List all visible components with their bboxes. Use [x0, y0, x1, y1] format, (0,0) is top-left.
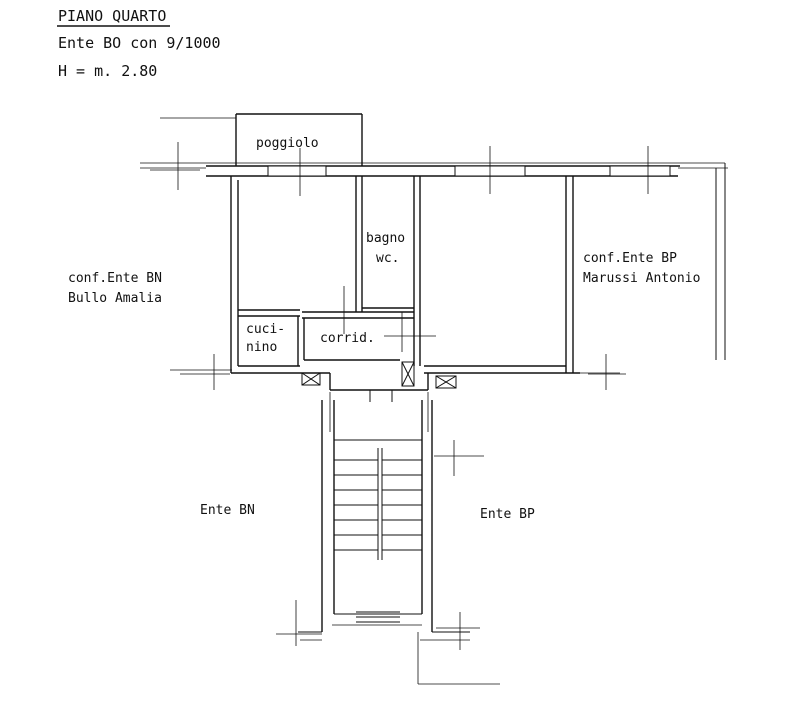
- vent-shaft-corridor: [401, 361, 415, 387]
- ente-share: Ente BO con 9/1000: [58, 34, 221, 52]
- ente-bp-label: Ente BP: [480, 507, 535, 522]
- ceiling-height: H = m. 2.80: [58, 62, 157, 80]
- right-neighbor-owner: Marussi Antonio: [583, 271, 700, 286]
- construction-marks: [150, 142, 649, 650]
- entrance: [300, 372, 429, 402]
- vent-shaft-right: [435, 375, 457, 389]
- balcony: [160, 113, 363, 166]
- ente-bn-label: Ente BN: [200, 503, 255, 518]
- balcony-label: poggiolo: [256, 136, 319, 151]
- plan-title: PIANO QUARTO: [58, 7, 166, 25]
- kitchen-label-line2: nino: [246, 340, 277, 355]
- vent-shaft-left: [301, 372, 321, 386]
- kitchen-label-line1: cuci-: [246, 322, 285, 337]
- exterior-walls: [140, 162, 728, 374]
- bath-label-line2: wc.: [376, 251, 399, 266]
- left-neighbor-label: conf.Ente BN: [68, 271, 162, 286]
- bath-label-line1: bagno: [366, 231, 405, 246]
- corridor-label: corrid.: [320, 331, 375, 346]
- stairwell: [298, 400, 500, 685]
- right-neighbor-label: conf.Ente BP: [583, 251, 677, 266]
- interior-walls: [238, 176, 421, 366]
- left-neighbor-owner: Bullo Amalia: [68, 291, 162, 306]
